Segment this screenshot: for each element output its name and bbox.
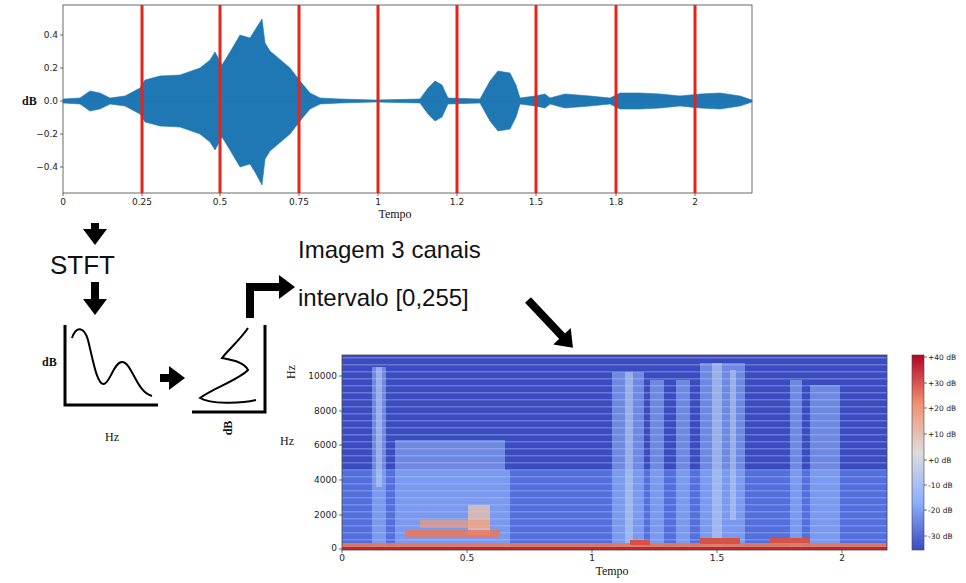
process-step: STFT (50, 248, 115, 282)
tick-label: 0.5 (213, 197, 227, 207)
arrow-head (83, 299, 107, 315)
segment-marker (694, 5, 697, 193)
tick-label: 10000 (308, 371, 337, 381)
tick-label: 1.5 (529, 197, 543, 207)
tick-label: 1.2 (450, 197, 464, 207)
spectrogram-energy (342, 543, 887, 547)
tick-label: 0 (60, 197, 66, 207)
tick-label: 0.2 (44, 63, 58, 73)
axis-label: dB (221, 421, 236, 436)
process-step: Imagem 3 canais intervalo [0,255] (298, 226, 528, 322)
tick-label: 0.25 (132, 197, 152, 207)
tick-label: 1 (589, 553, 595, 563)
tick-marks (63, 193, 695, 196)
tick-label: 2 (692, 197, 698, 207)
sketch-axes (65, 325, 158, 405)
segment-marker (141, 5, 144, 193)
arrow-shaft (250, 287, 281, 318)
plot-frame (342, 355, 887, 550)
axis-label: dB (42, 355, 57, 370)
tick-label: 2000 (314, 510, 337, 520)
segment-marker (298, 5, 301, 193)
colorbar-label: -30 dB (928, 532, 953, 541)
flow-arrow (528, 300, 573, 348)
tick-label: 2 (839, 553, 845, 563)
tick-marks (339, 376, 842, 553)
tick-label: 0.75 (289, 197, 309, 207)
sketch-axes (192, 325, 265, 412)
step-label: STFT (50, 248, 115, 282)
colorbar-label: +30 dB (928, 379, 956, 388)
tick-label: 0.5 (460, 553, 474, 563)
spectrogram-plot: HzTempo (282, 350, 966, 583)
spectrogram-energy (342, 547, 887, 550)
tick-label: 1 (375, 197, 381, 207)
arrow-head (279, 275, 295, 299)
colorbar-label: +10 dB (928, 430, 956, 439)
arrow-head (169, 366, 185, 390)
axis-label: Hz (284, 365, 299, 379)
sketch-curve (72, 329, 152, 396)
waveform-plot: dB Tempo (10, 3, 760, 223)
colorbar-label: +20 dB (928, 404, 956, 413)
sketch-plot: dB Hz (28, 318, 160, 448)
tick-marks (924, 357, 927, 536)
tick-label: 0.4 (44, 30, 58, 40)
tick-label: 0 (339, 553, 345, 563)
arrow-head (83, 229, 107, 245)
spectrogram-energy (420, 520, 490, 528)
tick-marks (60, 35, 63, 167)
waveform-baseline (63, 100, 752, 102)
sketch-curve (200, 328, 256, 403)
plot-frame (63, 5, 752, 193)
spectrogram-energy (405, 530, 500, 538)
tick-label: 1.8 (609, 197, 623, 207)
tick-label: −0.4 (36, 162, 58, 172)
colorbar-label: +40 dB (928, 353, 956, 362)
flow-arrow (160, 366, 185, 390)
segment-marker (219, 5, 222, 193)
colorbar-label: -10 dB (928, 481, 953, 490)
tick-label: 6000 (314, 440, 337, 450)
sketch-plot: dB Hz (188, 318, 300, 453)
spectrogram-energy (630, 540, 650, 545)
arrow-head (553, 328, 573, 348)
spectrogram-ground (342, 355, 887, 550)
step-label: Imagem 3 canais intervalo [0,255] (298, 226, 528, 322)
flow-arrow (83, 223, 107, 245)
tick-label: 1.5 (710, 553, 724, 563)
flow-arrow (250, 275, 295, 318)
tick-label: 0.0 (44, 96, 58, 106)
axis-label: Hz (280, 434, 294, 449)
axis-label: Tempo (378, 207, 411, 222)
segment-marker (535, 5, 538, 193)
tick-marks (60, 35, 695, 196)
axis-label: Tempo (595, 564, 628, 579)
spectrogram-image (342, 355, 887, 550)
tick-label: 8000 (314, 406, 337, 416)
colorbar-label: +0 dB (928, 456, 951, 465)
tick-label: 0 (331, 543, 337, 553)
tick-label: −0.2 (36, 129, 58, 139)
segment-marker (615, 5, 618, 193)
segment-markers (142, 5, 695, 193)
segment-marker (456, 5, 459, 193)
waveform (63, 19, 752, 185)
flow-arrow (83, 282, 107, 315)
spectrogram-energy (770, 538, 810, 543)
spectrogram-energy (700, 538, 740, 544)
colorbar-label: -20 dB (928, 506, 953, 515)
axis-label: Hz (105, 430, 119, 445)
arrow-shaft (528, 300, 563, 338)
segment-marker (377, 5, 380, 193)
arrow-shaft (91, 282, 99, 301)
spectrogram-harmonics (342, 355, 887, 550)
colorbar (912, 355, 924, 550)
tick-label: 4000 (314, 475, 337, 485)
axis-label: dB (22, 94, 37, 109)
